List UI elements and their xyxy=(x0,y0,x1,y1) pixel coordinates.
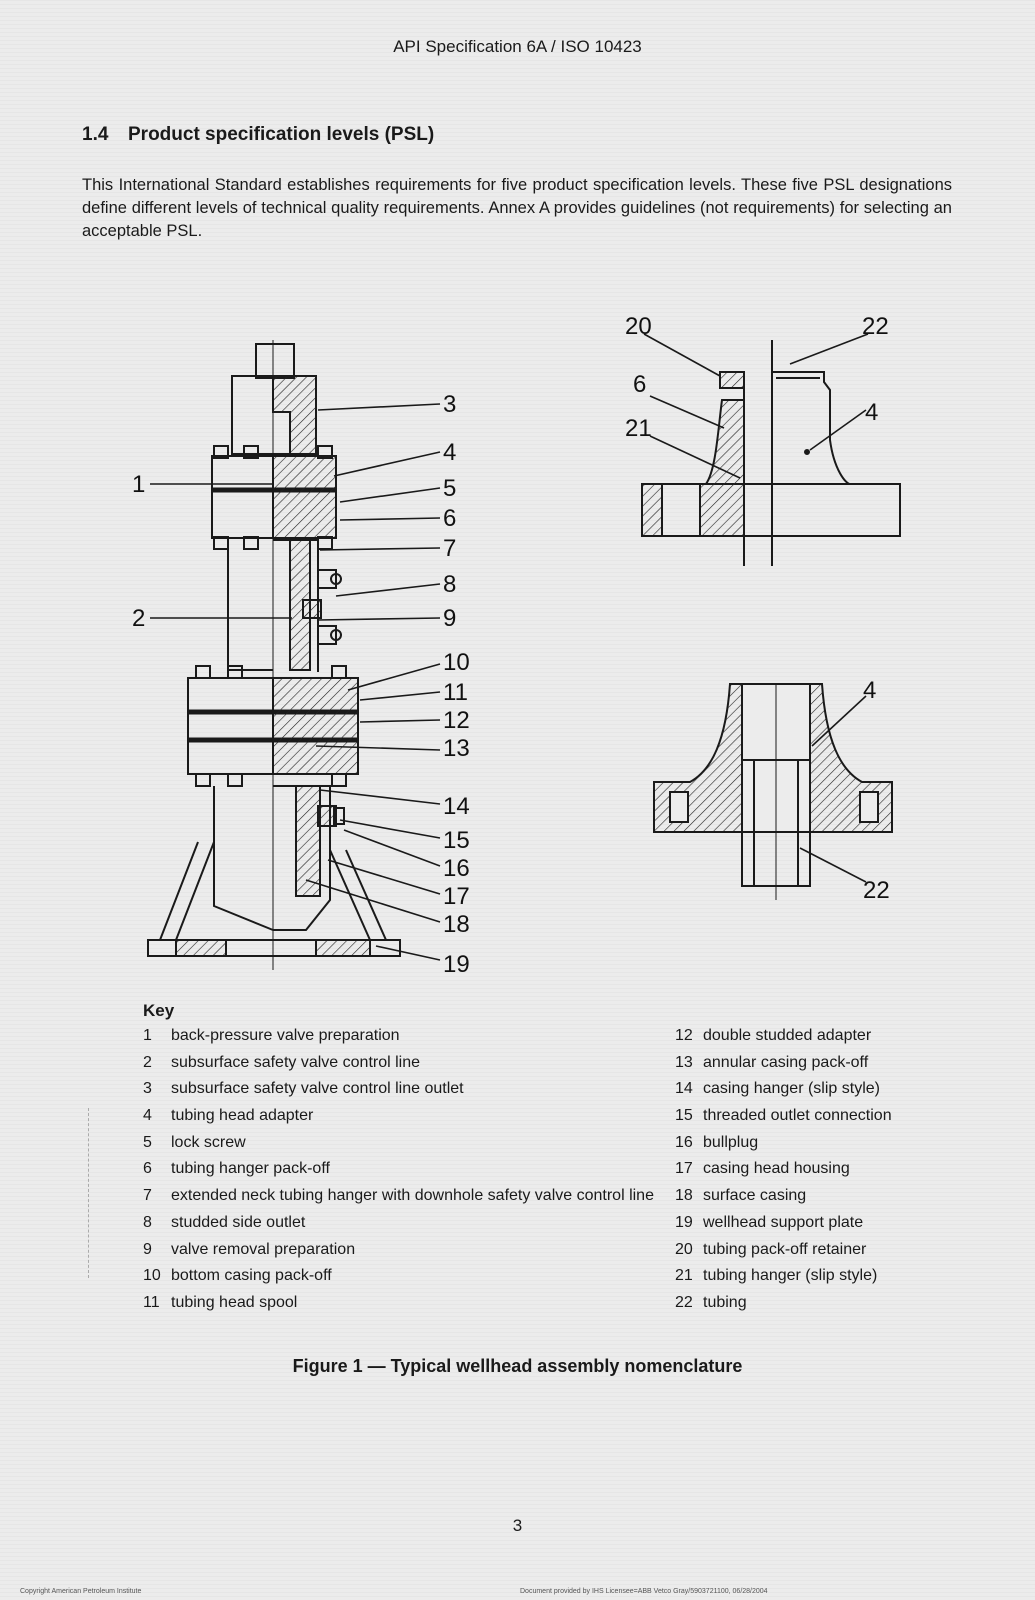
tubing-head-adapter-detail-drawing: 4 22 xyxy=(653,677,893,904)
key-title: Key xyxy=(143,1001,175,1020)
running-header: API Specification 6A / ISO 10423 xyxy=(393,37,642,56)
footer-license: Document provided by IHS Licensee=ABB Ve… xyxy=(520,1588,768,1595)
callout-5: 5 xyxy=(443,475,456,502)
callout-8: 8 xyxy=(443,571,456,598)
callout-13: 13 xyxy=(443,735,470,762)
callout-4-bottom: 4 xyxy=(863,677,876,704)
callout-18: 18 xyxy=(443,911,470,938)
callout-4: 4 xyxy=(443,439,456,466)
page-number: 3 xyxy=(512,1516,523,1535)
callout-2: 2 xyxy=(132,605,145,632)
callout-16: 16 xyxy=(443,855,470,882)
callout-19: 19 xyxy=(443,951,470,978)
callout-22-bottom: 22 xyxy=(863,877,890,904)
callout-15: 15 xyxy=(443,827,470,854)
callout-9: 9 xyxy=(443,605,456,632)
callout-6-detail: 6 xyxy=(633,371,646,398)
callout-3: 3 xyxy=(443,391,456,418)
callout-21: 21 xyxy=(625,415,652,442)
callout-6: 6 xyxy=(443,505,456,532)
callout-17: 17 xyxy=(443,883,470,910)
section-title: Product specification levels (PSL) xyxy=(128,124,435,145)
callout-1: 1 xyxy=(132,471,145,498)
section-heading: 1.4 Product specification levels (PSL) xyxy=(82,124,434,146)
callout-7: 7 xyxy=(443,535,456,562)
callout-10: 10 xyxy=(443,649,470,676)
callout-12: 12 xyxy=(443,707,470,734)
section-paragraph: This International Standard establishes … xyxy=(82,176,952,240)
change-bar xyxy=(88,1108,94,1278)
callout-4-top: 4 xyxy=(865,399,878,426)
callout-14: 14 xyxy=(443,793,470,820)
footer-copyright: Copyright American Petroleum Institute xyxy=(20,1588,142,1595)
figure-caption: Figure 1 — Typical wellhead assembly nom… xyxy=(292,1356,743,1376)
tubing-hanger-detail-drawing: 20 22 6 4 21 xyxy=(625,313,901,566)
callout-22-top: 22 xyxy=(862,313,889,340)
callout-20: 20 xyxy=(625,313,652,340)
callout-11: 11 xyxy=(443,679,468,706)
section-number: 1.4 xyxy=(82,124,109,145)
wellhead-assembly-drawing: 1 2 3 4 5 6 7 8 9 10 11 12 13 14 15 16 1… xyxy=(132,340,470,978)
